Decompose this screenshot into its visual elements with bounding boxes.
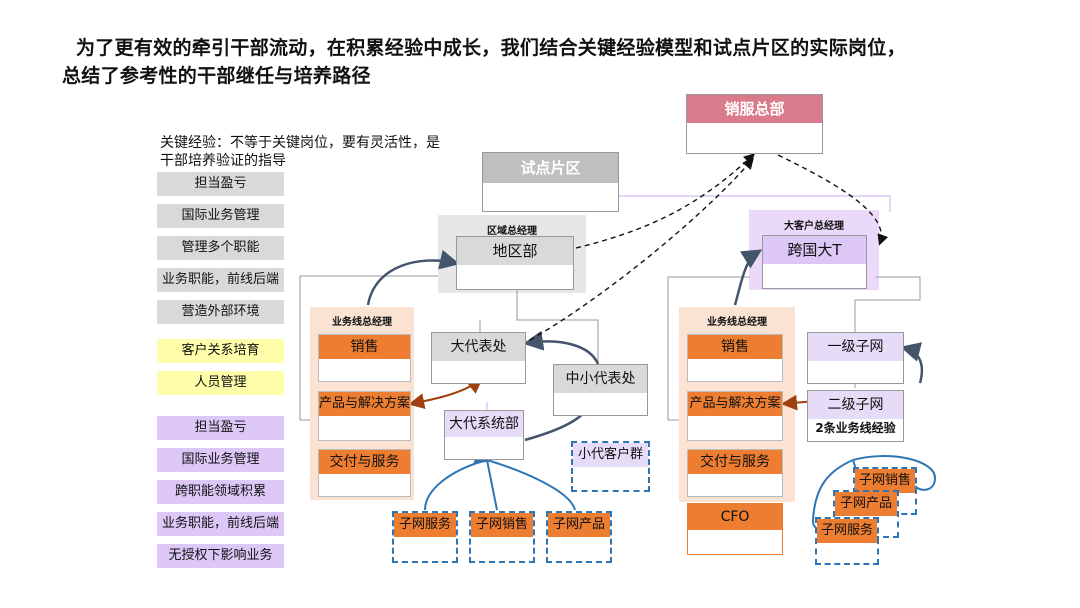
- tag-gray-2: 国际业务管理: [157, 204, 284, 228]
- sub-net-service-left-label: 子网服务: [394, 513, 456, 537]
- sales-right-label: 销售: [688, 335, 782, 359]
- small-customer-group-node: 小代客户群: [571, 441, 650, 492]
- product-left-node: 产品与解决方案: [318, 391, 411, 441]
- sub-net-service-right-label: 子网服务: [817, 519, 877, 543]
- key-account-gm-label: 大客户总经理: [784, 221, 844, 232]
- sales-left-node: 销售: [318, 334, 411, 382]
- sub-net-service-right-node: 子网服务: [815, 517, 879, 565]
- mnc-label: 跨国大T: [763, 236, 866, 264]
- key-experience-note: 关键经验：不等于关键岗位，要有灵活性，是干部培养验证的指导: [160, 135, 440, 169]
- product-left-label: 产品与解决方案: [319, 392, 410, 416]
- product-right-node: 产品与解决方案: [687, 391, 783, 441]
- cfo-label: CFO: [688, 504, 782, 530]
- sub-net-product-left-label: 子网产品: [548, 513, 610, 537]
- tag-purple-5: 无授权下影响业务: [157, 544, 284, 568]
- delivery-left-node: 交付与服务: [318, 449, 411, 497]
- small-rep-office-label: 中小代表处: [554, 365, 647, 393]
- tag-purple-4: 业务职能，前线后端: [157, 512, 284, 536]
- small-rep-office-node: 中小代表处: [553, 364, 648, 416]
- sales-hq-label: 销服总部: [687, 95, 822, 123]
- big-system-dept-node: 大代系统部: [444, 410, 524, 460]
- sub-net-sales-left-label: 子网销售: [471, 513, 533, 537]
- bu-gm-right-label: 业务线总经理: [707, 317, 767, 328]
- sales-left-label: 销售: [319, 335, 410, 359]
- delivery-right-node: 交付与服务: [687, 449, 783, 497]
- region-dept-label: 地区部: [457, 237, 573, 265]
- product-right-label: 产品与解决方案: [688, 392, 782, 416]
- pilot-area-label: 试点片区: [483, 153, 618, 183]
- two-bu-exp-label: 2条业务线经验: [815, 421, 896, 435]
- tag-gray-3: 管理多个职能: [157, 236, 284, 260]
- page-title: 为了更有效的牵引干部流动，在积累经验中成长，我们结合关键经验模型和试点片区的实际…: [62, 34, 1062, 90]
- pilot-area-node: 试点片区: [482, 152, 619, 212]
- sub-net-sales-left-node: 子网销售: [469, 511, 535, 563]
- tag-gray-4: 业务职能，前线后端: [157, 268, 284, 292]
- big-rep-office-label: 大代表处: [432, 333, 525, 361]
- tag-purple-2: 国际业务管理: [157, 448, 284, 472]
- delivery-right-label: 交付与服务: [688, 450, 782, 474]
- level1-subnet-label: 一级子网: [808, 333, 903, 361]
- sub-net-sales-right-node: 子网销售: [853, 467, 917, 515]
- bu-gm-left-label: 业务线总经理: [332, 317, 392, 328]
- sub-net-sales-right-label: 子网销售: [855, 469, 915, 493]
- tag-gray-5: 营造外部环境: [157, 300, 284, 324]
- sub-net-product-right-node: 子网产品: [833, 490, 899, 538]
- small-customer-group-label: 小代客户群: [573, 443, 648, 467]
- tag-purple-3: 跨职能领域积累: [157, 480, 284, 504]
- mnc-node: 跨国大T: [762, 235, 867, 289]
- tag-purple-1: 担当盈亏: [157, 416, 284, 440]
- level2-subnet-node: 二级子网 2条业务线经验: [807, 390, 904, 442]
- sub-net-product-left-node: 子网产品: [546, 511, 612, 563]
- tag-yellow-2: 人员管理: [157, 371, 284, 395]
- sub-net-product-right-label: 子网产品: [835, 492, 897, 516]
- cfo-node: CFO: [687, 503, 783, 555]
- big-rep-office-node: 大代表处: [431, 332, 526, 384]
- title-line-2: 总结了参考性的干部继任与培养路径: [62, 65, 371, 87]
- big-system-dept-label: 大代系统部: [445, 411, 523, 437]
- level1-subnet-node: 一级子网: [807, 332, 904, 384]
- level2-subnet-label: 二级子网: [808, 391, 903, 419]
- sub-net-service-left-node: 子网服务: [392, 511, 458, 563]
- sales-right-node: 销售: [687, 334, 783, 382]
- delivery-left-label: 交付与服务: [319, 450, 410, 474]
- tag-yellow-1: 客户关系培育: [157, 339, 284, 363]
- title-line-1: 为了更有效的牵引干部流动，在积累经验中成长，我们结合关键经验模型和试点片区的实际…: [76, 37, 906, 59]
- region-dept-node: 地区部: [456, 236, 574, 290]
- sales-hq-node: 销服总部: [686, 94, 823, 154]
- tag-gray-1: 担当盈亏: [157, 172, 284, 196]
- region-gm-label: 区域总经理: [487, 226, 537, 237]
